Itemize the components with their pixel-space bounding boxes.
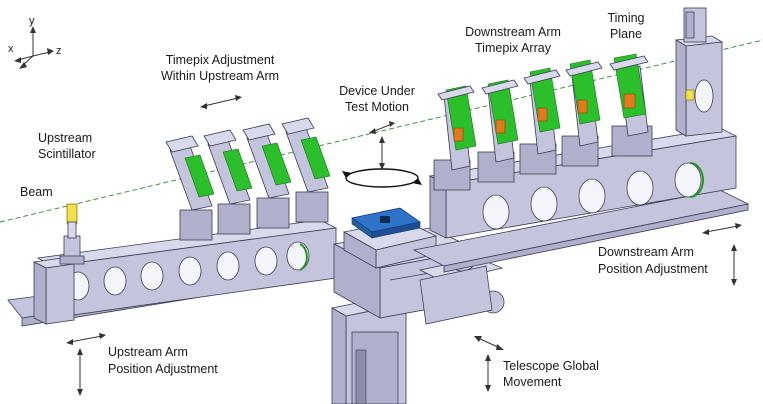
label-telescope-movement-line2: Movement [503, 375, 562, 389]
label-telescope-movement: Telescope Global Movement [503, 359, 599, 389]
label-upstream-position-line1: Upstream Arm [108, 345, 188, 359]
label-timepix-adjustment-line2: Within Upstream Arm [161, 69, 279, 83]
label-timing-plane-line1: Timing [607, 11, 644, 25]
upstream-arm-arrows [66, 333, 106, 396]
downstream-timepix-stations [433, 53, 653, 191]
axes-indicator: y x z [8, 15, 62, 69]
label-device-under-test: Device Under Test Motion [339, 84, 415, 114]
label-timepix-adjustment-line1: Timepix Adjustment [166, 53, 275, 67]
label-downstream-position-line2: Position Adjustment [598, 262, 708, 276]
upstream-end-block [32, 257, 76, 325]
axis-label-y: y [29, 15, 35, 27]
label-upstream-position: Upstream Arm Position Adjustment [108, 345, 218, 376]
timing-plane-station [609, 53, 653, 157]
label-downstream-array-line2: Timepix Array [475, 41, 552, 55]
upstream-station-4 [281, 117, 331, 223]
label-downstream-array: Downstream Arm Timepix Array [465, 25, 561, 55]
timepix-adjustment-arrow [200, 95, 242, 109]
downstream-station-1 [433, 85, 477, 191]
label-dut-line1: Device Under [339, 84, 415, 98]
dut-motion-arrows [342, 121, 422, 188]
upstream-station-1 [165, 135, 215, 241]
label-downstream-position: Downstream Arm Position Adjustment [598, 245, 708, 276]
upstream-scintillator [59, 203, 85, 265]
downstream-station-2 [477, 79, 519, 183]
dut-plate [351, 207, 421, 239]
label-beam: Beam [20, 185, 53, 199]
label-upstream-scintillator-line1: Upstream [38, 131, 92, 145]
label-upstream-scintillator-line2: Scintillator [38, 147, 96, 161]
label-upstream-position-line2: Position Adjustment [108, 362, 218, 376]
telescope-movement-arrows [474, 336, 504, 392]
label-timing-plane-line2: Plane [610, 27, 642, 41]
downstream-base-rail [412, 189, 750, 273]
axis-label-x: x [8, 43, 14, 55]
downstream-station-4 [561, 59, 603, 167]
upstream-arm-beam [36, 219, 338, 319]
downstream-station-3 [519, 67, 561, 175]
beam-line [0, 39, 763, 223]
label-downstream-position-line1: Downstream Arm [598, 245, 694, 259]
label-downstream-array-line1: Downstream Arm [465, 25, 561, 39]
downstream-scintillator-tower [674, 7, 724, 137]
telescope-column [330, 295, 408, 404]
upstream-station-3 [242, 123, 292, 229]
label-dut-line2: Test Motion [345, 100, 409, 114]
label-timepix-adjustment: Timepix Adjustment Within Upstream Arm [161, 53, 279, 83]
label-upstream-scintillator: Upstream Scintillator [38, 131, 96, 161]
label-telescope-movement-line1: Telescope Global [503, 359, 599, 373]
label-timing-plane: Timing Plane [607, 11, 644, 41]
upstream-station-2 [203, 129, 253, 235]
downstream-arm-arrows [702, 223, 742, 286]
upstream-timepix-stations [165, 117, 331, 241]
axis-label-z: z [56, 45, 62, 57]
